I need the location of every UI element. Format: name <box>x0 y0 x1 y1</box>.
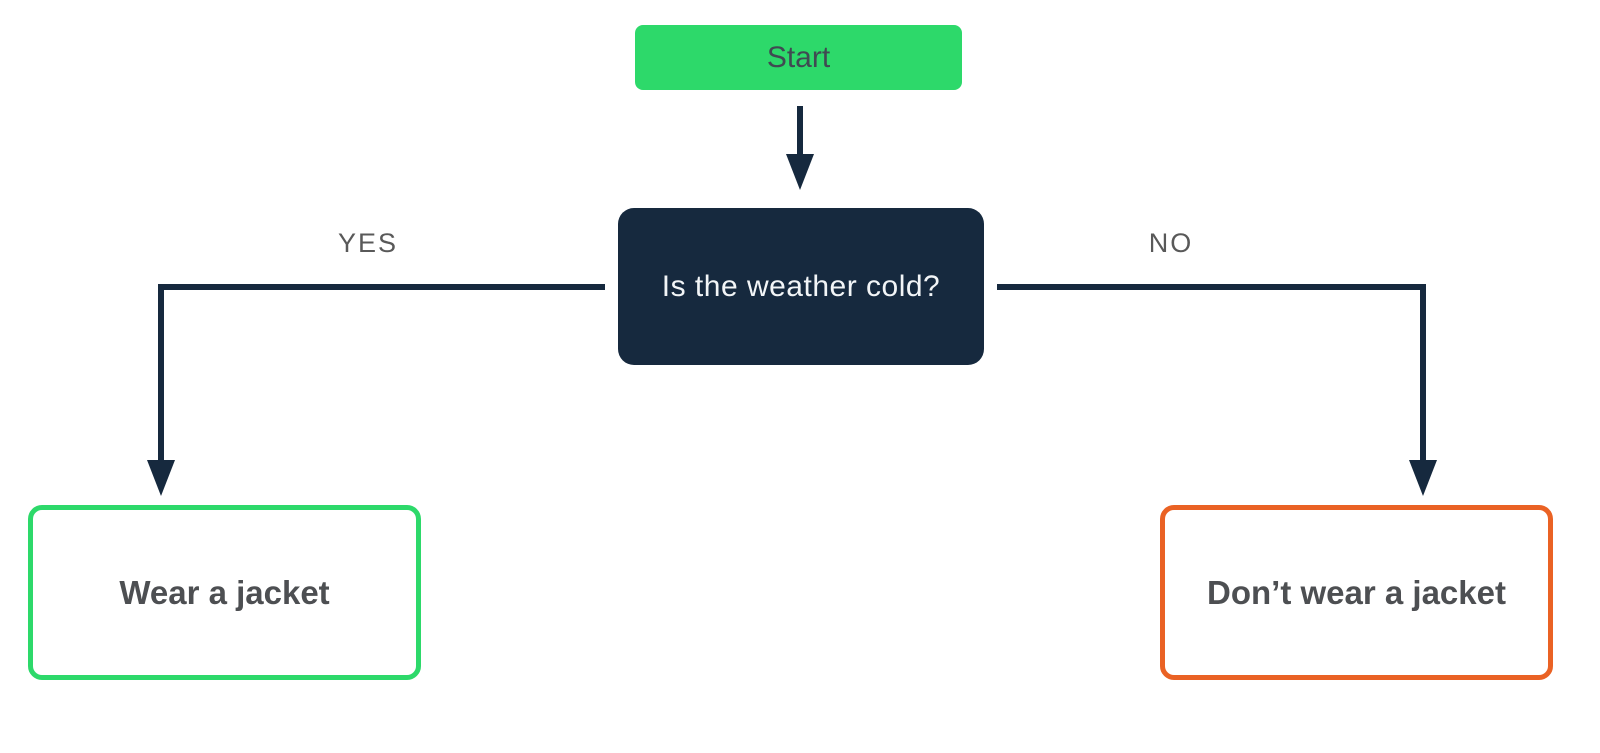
result-node-dont-wear-jacket-label: Don’t wear a jacket <box>1207 573 1506 611</box>
connector-start-to-decision-line <box>797 106 803 156</box>
decision-node-label: Is the weather cold? <box>661 269 941 303</box>
arrow-down-icon <box>1409 460 1437 496</box>
result-node-wear-jacket-label: Wear a jacket <box>119 573 330 611</box>
start-node-label: Start <box>766 40 831 74</box>
connector-yes-horizontal-line <box>158 284 605 290</box>
arrow-down-icon <box>147 460 175 496</box>
edge-no-label: NO <box>1148 228 1194 258</box>
edge-yes-label: YES <box>337 228 399 258</box>
start-node: Start <box>635 25 962 90</box>
result-node-wear-jacket: Wear a jacket <box>28 505 421 680</box>
result-node-dont-wear-jacket: Don’t wear a jacket <box>1160 505 1553 680</box>
arrow-down-icon <box>786 154 814 190</box>
connector-no-horizontal-line <box>997 284 1426 290</box>
decision-node: Is the weather cold? <box>618 208 984 365</box>
connector-yes-vertical-line <box>158 284 164 462</box>
connector-no-vertical-line <box>1420 284 1426 462</box>
